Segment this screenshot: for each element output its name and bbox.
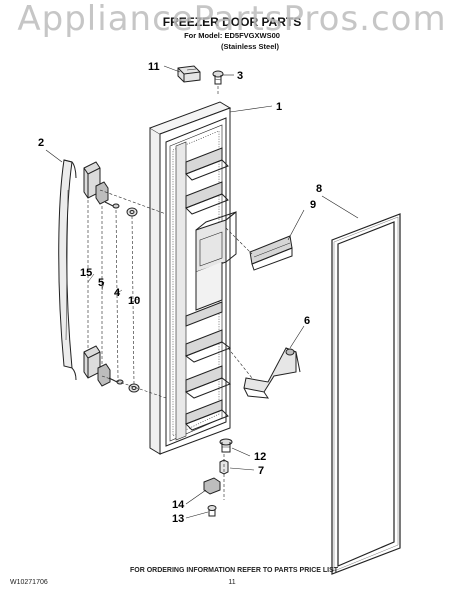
callout-8: 8 [316, 183, 322, 195]
variant-label: (Stainless Steel) [221, 42, 279, 51]
callout-5: 5 [98, 277, 104, 289]
callout-6: 6 [304, 315, 310, 327]
callout-12: 12 [254, 451, 266, 463]
callout-9: 9 [310, 199, 316, 211]
door-handle-part [58, 159, 77, 381]
handle-mount-clip-top-part [95, 181, 109, 205]
callout-7: 7 [258, 465, 264, 477]
callout-2: 2 [38, 137, 44, 149]
callout-3: 3 [237, 70, 243, 82]
handle-washer-top-part [126, 207, 138, 217]
cam-screw-part [207, 505, 217, 517]
bin-rail-part [243, 347, 301, 399]
freezer-door-part [149, 101, 237, 455]
top-hinge-cover-part [177, 65, 201, 83]
door-gasket-part [331, 213, 401, 575]
document-number: W10271706 [10, 579, 48, 586]
model-line: For Model: ED5FVGXWS00 [184, 31, 280, 40]
callout-10: 10 [128, 295, 140, 307]
hinge-screw-part [212, 70, 224, 85]
watermark: AppliancePartsPros.com [17, 0, 446, 39]
ordering-info: FOR ORDERING INFORMATION REFER TO PARTS … [130, 567, 339, 574]
callout-11: 11 [148, 61, 160, 73]
bottom-hinge-pin-part [219, 438, 233, 453]
callout-13: 13 [172, 513, 184, 525]
handle-screw-bottom-part [108, 377, 124, 385]
handle-mount-clip-bottom-part [97, 363, 111, 387]
callout-4: 4 [114, 287, 121, 299]
callout-14: 14 [172, 499, 185, 511]
callout-15: 15 [80, 267, 92, 279]
page-number: 11 [228, 579, 235, 586]
handle-screw-top-part [104, 201, 120, 209]
gasket-retainer-part [249, 235, 293, 271]
door-closer-cam-part [203, 477, 221, 495]
diagram-title: FREEZER DOOR PARTS [163, 15, 301, 29]
callout-1: 1 [276, 101, 282, 113]
